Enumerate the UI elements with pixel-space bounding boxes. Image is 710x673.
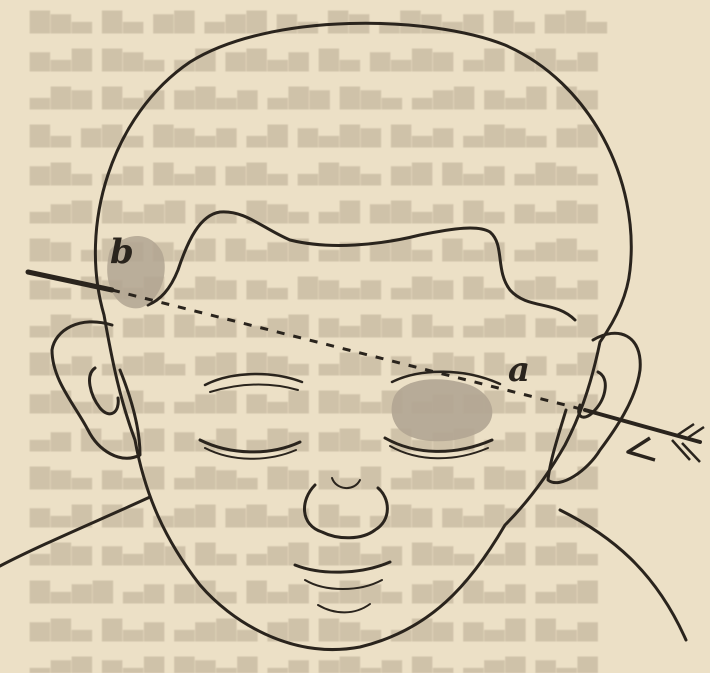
label-b: b [110,232,134,272]
nose-bridge [332,478,360,488]
left-shoulder-line [0,497,150,566]
left-ear-inner [90,368,119,414]
arrow-exit-line [585,410,700,442]
left-ear-outline [52,322,140,458]
shaded-region-eyebrow [392,379,493,441]
upper-lip [295,562,390,572]
label-a: a [508,350,530,390]
left-eyebrow-lower [210,385,298,392]
right-ear-outline [548,333,640,482]
lower-lip [305,580,382,589]
arrow-entry-line [28,272,112,290]
arrowhead [628,438,655,460]
head-outline [95,23,631,649]
right-shoulder-line [560,510,686,640]
hairline [148,212,575,320]
left-eye [200,440,300,452]
chin [318,604,370,612]
left-eyebrow [205,374,302,385]
nose [305,485,388,538]
